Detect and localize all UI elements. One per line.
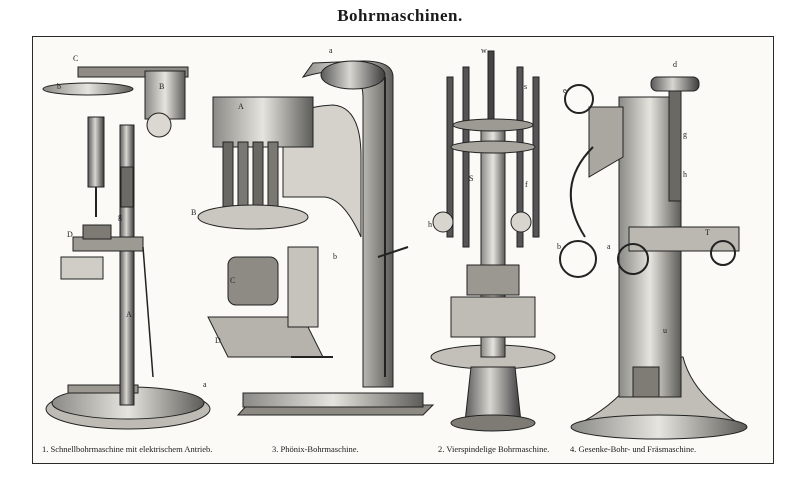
label-m1-B: B: [159, 82, 164, 91]
label-m3-b: b: [333, 252, 337, 261]
label-m2-s: s: [524, 82, 527, 91]
label-m3-D: D: [215, 336, 221, 345]
label-m1-a: a: [203, 380, 207, 389]
label-m4-h: h: [683, 170, 687, 179]
machine-2-labels: w S s h f: [428, 46, 528, 229]
engraving-plate: C b B D A a g: [32, 36, 774, 464]
caption-machine-3: 3. Phönix-Bohrmaschine.: [272, 444, 359, 454]
label-m4-e: e: [563, 86, 567, 95]
label-m3-A: A: [238, 102, 244, 111]
caption-machine-4: 4. Gesenke-Bohr- und Fräsmaschine.: [570, 444, 697, 454]
label-m1-b: b: [57, 82, 61, 91]
machine-2-four-spindle-drill: [430, 50, 556, 432]
label-m1-g: g: [118, 212, 122, 221]
caption-machine-1: 1. Schnellbohrmaschine mit elektrischem …: [42, 444, 213, 454]
label-m2-h: h: [428, 220, 432, 229]
label-m1-A: A: [126, 310, 132, 319]
label-m2-f: f: [525, 180, 528, 189]
label-m3-C: C: [230, 276, 235, 285]
label-m4-u: u: [663, 326, 667, 335]
label-m1-c: C: [73, 54, 78, 63]
engraving-illustration: C b B D A a g: [42, 46, 748, 440]
label-m4-d: d: [673, 60, 677, 69]
machine-1-drill-press: [42, 66, 211, 430]
machine-1-labels: C b B D A a g: [57, 54, 207, 389]
label-m2-S: S: [469, 174, 473, 183]
machine-4-labels: e d g h b a T u: [557, 60, 710, 335]
plate-title: Bohrmaschinen.: [337, 6, 463, 25]
label-m1-D: D: [67, 230, 73, 239]
label-m4-b: b: [557, 242, 561, 251]
machine-4-die-milling-machine: [559, 76, 748, 440]
label-m4-T: T: [705, 228, 710, 237]
label-m2-w: w: [481, 46, 487, 55]
caption-machine-2: 2. Vierspindelige Bohrmaschine.: [438, 444, 550, 454]
machine-3-phoenix-drill: [197, 60, 435, 416]
machine-3-labels: A a B C D b: [191, 46, 337, 345]
label-m3-B: B: [191, 208, 196, 217]
label-m4-g: g: [683, 130, 687, 139]
label-m4-a: a: [607, 242, 611, 251]
label-m3-a: a: [329, 46, 333, 55]
